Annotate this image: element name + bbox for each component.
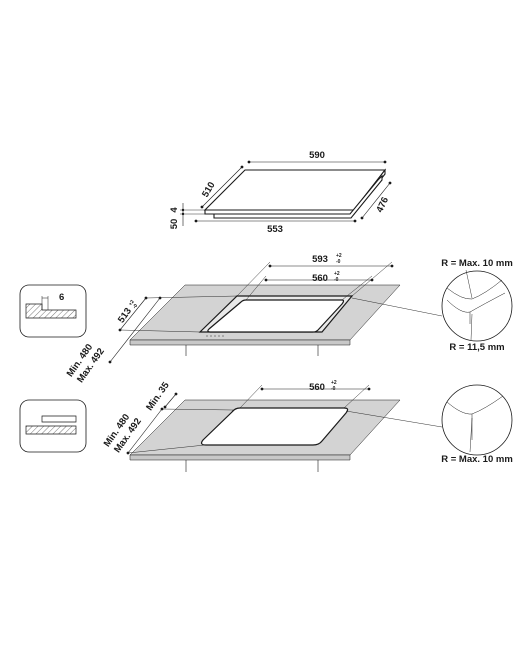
dim-label-inner-width: 560 — [309, 382, 325, 393]
dim-end — [194, 219, 198, 223]
hob-body — [213, 174, 383, 219]
dim-end — [181, 212, 185, 216]
dim-line-counter — [127, 408, 163, 454]
tol-plus: +2 — [331, 380, 337, 386]
hob-edge-section — [41, 415, 77, 423]
dim-end — [353, 219, 357, 223]
inner-cutout — [200, 407, 349, 446]
dim-label-width: 590 — [309, 150, 325, 161]
dim-line-edge — [164, 393, 177, 408]
countertop-front — [129, 454, 351, 461]
ext-line — [161, 408, 234, 411]
corner-detail-flush: R = Max. 10 mm — [441, 384, 513, 465]
leader-line — [470, 313, 473, 341]
dim-end — [388, 181, 392, 185]
framed-cutout-drawing — [129, 284, 401, 356]
dim-label-body-thickness: 50 — [169, 219, 180, 230]
tol-minus: -0 — [331, 386, 336, 392]
ext-line — [341, 275, 373, 301]
dim-end — [200, 205, 204, 209]
ext-line — [236, 261, 271, 297]
dim-label-top-thickness: 4 — [169, 207, 180, 213]
label-radius: R = Max. 10 mm — [441, 454, 513, 465]
detail-circle — [441, 270, 513, 342]
label-radius-outer: R = Max. 10 mm — [441, 258, 513, 269]
dim-end — [260, 387, 264, 391]
step-detail-box: 6 — [19, 284, 87, 338]
dim-end — [247, 160, 251, 164]
hob-dimensions: 590 510 553 476 4 50 — [169, 150, 392, 235]
leader-to-detail — [351, 297, 443, 317]
ext-line — [245, 275, 267, 301]
dim-label-bottom-width: 553 — [267, 224, 283, 235]
tol-minus: -0 — [336, 259, 341, 265]
dim-label-step: 6 — [59, 292, 64, 303]
dim-end — [108, 360, 112, 364]
dim-end — [174, 392, 178, 396]
dim-end — [240, 165, 244, 169]
dim-end — [268, 264, 272, 268]
dim-line-counter — [109, 297, 161, 363]
dim-label-inner-width: 560 — [312, 273, 328, 284]
dim-line-476 — [361, 182, 391, 219]
dim-label-depth: 510 — [200, 180, 217, 199]
dim-end — [181, 208, 185, 212]
flush-cutout-drawing — [129, 399, 401, 472]
tol-minus: -0 — [132, 303, 140, 310]
countertop-section — [25, 425, 77, 435]
label-radius-inner: R = 11,5 mm — [449, 342, 504, 353]
dim-end — [158, 296, 162, 300]
ext-line — [343, 384, 370, 409]
framed-cutout-dimensions: 593 +2 -0 560 +2 -0 513 +2 -0 Min. 480 M… — [65, 253, 394, 385]
leader-to-detail — [345, 410, 443, 428]
tol-plus: +2 — [334, 271, 340, 277]
dim-line-510 — [201, 166, 243, 208]
dim-end — [367, 387, 371, 391]
corner-detail-framed: R = Max. 10 mm R = 11,5 mm — [441, 258, 513, 353]
tol-plus: +2 — [128, 299, 136, 307]
dim-end — [163, 405, 167, 409]
dim-end — [370, 278, 374, 282]
dim-label-bottom-depth: 476 — [374, 195, 391, 214]
leader-line — [469, 417, 473, 453]
ext-line — [127, 444, 206, 454]
dim-label-min-edge: Min. 35 — [144, 380, 172, 413]
hob-drawing — [203, 168, 387, 219]
dim-end — [390, 264, 394, 268]
hob-front-edge — [204, 209, 355, 215]
countertop-front — [129, 339, 351, 346]
leader-line — [465, 269, 473, 299]
dim-label-outer-width: 593 — [312, 254, 328, 265]
dim-line-513 — [119, 297, 147, 331]
dim-end — [383, 160, 387, 164]
detail-circle — [441, 384, 513, 456]
dim-end — [264, 278, 268, 282]
ext-line — [119, 329, 201, 333]
flush-detail-box — [19, 399, 87, 453]
ext-line — [239, 384, 263, 409]
tol-minus: -0 — [334, 277, 339, 283]
tol-plus: +2 — [336, 253, 342, 259]
inner-cutout — [207, 299, 345, 333]
dim-end — [360, 216, 364, 220]
dim-label-depth: 513 — [116, 306, 134, 325]
outer-corner — [446, 279, 503, 300]
